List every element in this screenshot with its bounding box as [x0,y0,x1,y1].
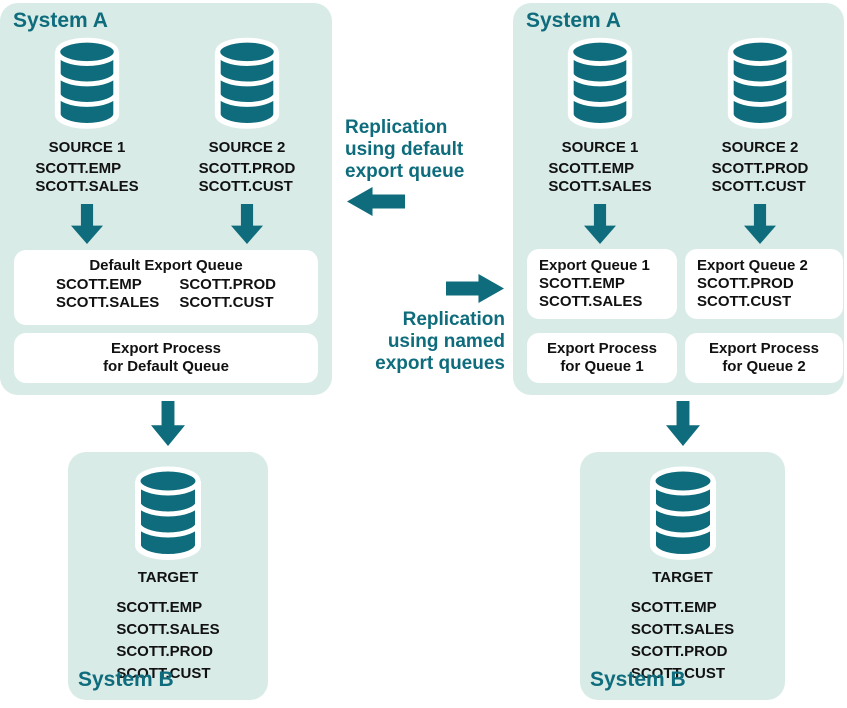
arrow-down-icon [666,401,700,446]
database-icon [49,36,125,130]
table-name: SCOTT.PROD [630,643,728,660]
table-name: SCOTT.SALES [539,293,643,310]
queue-column: SCOTT.EMP SCOTT.SALES [56,276,159,312]
table-name: SCOTT.CUST [198,178,293,195]
default-export-queue-box: Default Export Queue SCOTT.EMP SCOTT.SAL… [14,250,318,325]
export-process-1-box: Export Process for Queue 1 [527,333,677,383]
table-name: SCOTT.PROD [697,275,794,292]
queue-title: Export Queue 1 [539,257,650,274]
table-name: SCOTT.SALES [35,178,139,195]
target-label: TARGET [652,569,713,586]
caption-line: export queues [375,353,505,374]
right-system-b-panel: TARGET SCOTT.EMP SCOTT.SALES SCOTT.PROD … [580,452,785,700]
table-name: SCOTT.SALES [55,294,160,311]
export-process-box: Export Process for Default Queue [14,333,318,383]
queue-title: Export Queue 2 [697,257,808,274]
source-tables: SCOTT.EMP SCOTT.SALES [548,160,651,196]
export-process-2-box: Export Process for Queue 2 [685,333,843,383]
source-label: SOURCE 1 [48,139,126,156]
target-block: TARGET SCOTT.EMP SCOTT.SALES SCOTT.PROD … [580,452,785,685]
right-source-1-column: SOURCE 1 SCOTT.EMP SCOTT.SALES [530,36,670,244]
left-source-2-column: SOURCE 2 SCOTT.PROD SCOTT.CUST [177,36,317,244]
table-name: SCOTT.PROD [179,276,277,293]
caption-line: using named [387,331,505,352]
table-name: SCOTT.CUST [630,665,725,682]
process-line: for Queue 1 [560,358,644,375]
right-system-a-panel: System A SOURCE 1 SCOTT.EMP SCOTT.SALES … [513,3,844,395]
target-block: TARGET SCOTT.EMP SCOTT.SALES SCOTT.PROD … [68,452,268,685]
source-tables: SCOTT.PROD SCOTT.CUST [712,160,809,196]
queue-title: Default Export Queue [89,257,243,274]
table-name: SCOTT.EMP [548,160,635,177]
table-name: SCOTT.EMP [35,160,122,177]
export-queue-1-box: Export Queue 1 SCOTT.EMP SCOTT.SALES [527,249,677,319]
table-name: SCOTT.EMP [55,276,142,293]
arrow-down-icon [71,204,103,244]
caption-line: export queue [345,161,465,182]
source-tables: SCOTT.EMP SCOTT.SALES [35,160,138,196]
table-name: SCOTT.SALES [630,621,735,638]
source-label: SOURCE 2 [721,139,799,156]
table-name: SCOTT.SALES [548,178,652,195]
right-source-2-column: SOURCE 2 SCOTT.PROD SCOTT.CUST [690,36,830,244]
left-source-1-column: SOURCE 1 SCOTT.EMP SCOTT.SALES [17,36,157,244]
target-label: TARGET [137,569,199,586]
left-system-b-panel: TARGET SCOTT.EMP SCOTT.SALES SCOTT.PROD … [68,452,268,700]
database-icon [129,465,207,561]
caption-line: using default [345,139,464,160]
source-label: SOURCE 2 [208,139,286,156]
target-tables: SCOTT.EMP SCOTT.SALES SCOTT.PROD SCOTT.C… [116,597,219,685]
caption-named-queues: Replication using named export queues [328,309,505,375]
left-system-a-panel: System A SOURCE 1 SCOTT.EMP SCOTT.SALES … [0,3,332,395]
table-name: SCOTT.CUST [116,665,211,682]
table-name: SCOTT.SALES [116,621,220,638]
database-icon [722,36,798,130]
queue-column: SCOTT.PROD SCOTT.CUST [179,276,276,312]
process-line: Export Process [546,340,658,357]
arrow-down-icon [231,204,263,244]
database-icon [209,36,285,130]
source-label: SOURCE 1 [561,139,639,156]
table-name: SCOTT.PROD [711,160,809,177]
source-tables: SCOTT.PROD SCOTT.CUST [199,160,296,196]
process-line: Export Process [110,340,222,357]
table-name: SCOTT.EMP [630,599,717,616]
export-queue-2-box: Export Queue 2 SCOTT.PROD SCOTT.CUST [685,249,843,319]
arrow-right-icon [446,274,504,303]
process-line: Export Process [708,340,820,357]
arrow-down-icon [744,204,776,244]
process-line: for Queue 2 [722,358,806,375]
caption-line: Replication [402,309,505,330]
caption-default-queue: Replication using default export queue [345,117,515,183]
process-line: for Default Queue [103,358,229,375]
database-icon [562,36,638,130]
arrow-down-icon [151,401,185,446]
table-name: SCOTT.PROD [116,643,213,660]
table-name: SCOTT.CUST [697,293,792,310]
arrow-left-icon [347,187,405,216]
left-system-a-title: System A [13,9,108,32]
queue-table-columns: SCOTT.EMP SCOTT.SALES SCOTT.PROD SCOTT.C… [14,276,318,312]
database-icon [644,465,722,561]
table-name: SCOTT.EMP [539,275,625,292]
caption-line: Replication [345,117,448,138]
arrow-down-icon [584,204,616,244]
table-name: SCOTT.CUST [711,178,806,195]
left-system-b-title: System B [78,668,174,691]
target-tables: SCOTT.EMP SCOTT.SALES SCOTT.PROD SCOTT.C… [631,597,734,685]
table-name: SCOTT.CUST [179,294,274,311]
table-name: SCOTT.EMP [116,599,203,616]
right-system-b-title: System B [590,668,686,691]
table-name: SCOTT.PROD [198,160,296,177]
right-system-a-title: System A [526,9,621,32]
